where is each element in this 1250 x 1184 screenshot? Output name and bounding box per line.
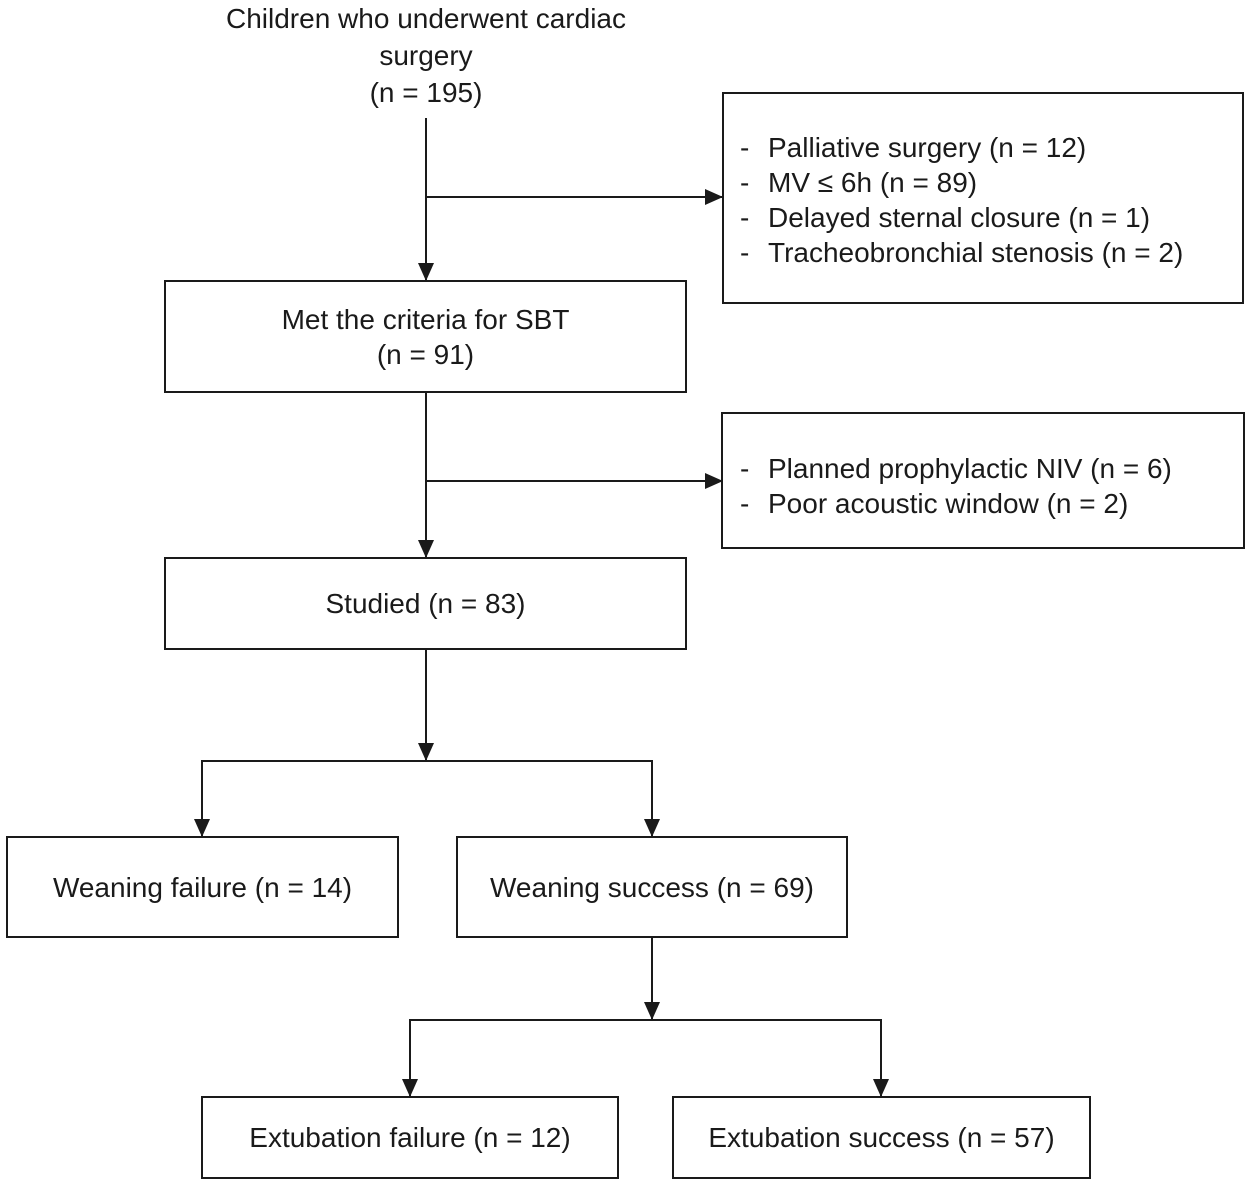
exclusion-list-1: -Palliative surgery (n = 12) -MV ≤ 6h (n…: [740, 130, 1183, 270]
weaning-success-label: Weaning success (n = 69): [490, 871, 814, 903]
start-line-2: surgery: [379, 40, 473, 71]
criteria-count: (n = 91): [376, 338, 475, 370]
start-count: (n = 195): [369, 77, 483, 108]
exclusion-item: -Palliative surgery (n = 12): [740, 132, 1087, 163]
studied-label: Studied (n = 83): [325, 588, 526, 619]
studied-box: Studied (n = 83): [164, 557, 687, 650]
exclusion-item: -Planned prophylactic NIV (n = 6): [740, 453, 1172, 484]
exclusion-item: -Delayed sternal closure (n = 1): [740, 202, 1151, 233]
start-node: Children who underwent cardiac surgery (…: [176, 0, 676, 111]
exclusion-list-2: -Planned prophylactic NIV (n = 6) -Poor …: [740, 451, 1172, 521]
exclusion-box-1: -Palliative surgery (n = 12) -MV ≤ 6h (n…: [722, 92, 1244, 304]
extubation-failure-label: Extubation failure (n = 12): [249, 1122, 571, 1153]
weaning-failure-box: Weaning failure (n = 14): [6, 836, 399, 938]
weaning-failure-label: Weaning failure (n = 14): [52, 871, 353, 903]
extubation-failure-box: Extubation failure (n = 12): [201, 1096, 619, 1179]
weaning-success-box: Weaning success (n = 69): [456, 836, 848, 938]
exclusion-box-2: -Planned prophylactic NIV (n = 6) -Poor …: [721, 412, 1245, 549]
exclusion-item: -Tracheobronchial stenosis (n = 2): [740, 237, 1184, 268]
criteria-label: Met the criteria for SBT: [281, 303, 570, 335]
exclusion-item: -Poor acoustic window (n = 2): [740, 488, 1129, 519]
criteria-box: Met the criteria for SBT (n = 91): [164, 280, 687, 393]
exclusion-item: -MV ≤ 6h (n = 89): [740, 167, 978, 198]
extubation-success-box: Extubation success (n = 57): [672, 1096, 1091, 1179]
extubation-success-label: Extubation success (n = 57): [708, 1122, 1055, 1153]
start-line-1: Children who underwent cardiac: [226, 3, 626, 34]
